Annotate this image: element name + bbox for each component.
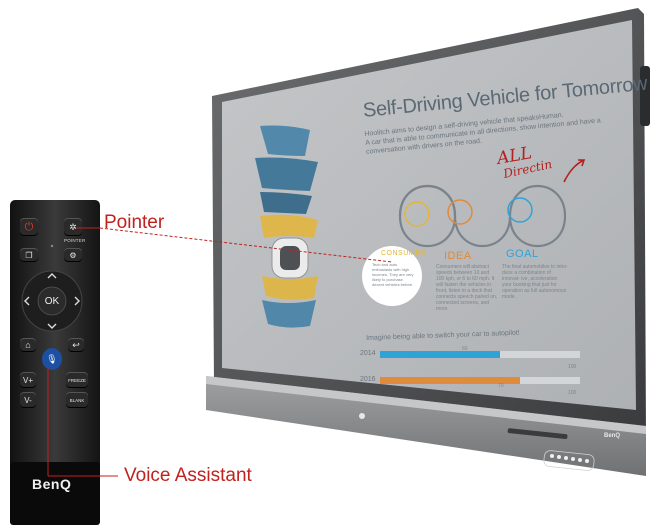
bar-year-2016: 2016 <box>360 376 376 383</box>
bar-2014 <box>380 351 500 358</box>
step-text-goal: The final automobiles to intro- duce a c… <box>502 264 568 300</box>
step-text-idea: Consumers will abstract speeds between 1… <box>436 264 498 312</box>
voice-assistant-button[interactable]: 🎙 <box>42 348 62 370</box>
microphone-icon: 🎙 <box>46 353 58 364</box>
back-button[interactable]: ↩ <box>68 338 84 352</box>
input-source-icon: ❐ <box>25 250 33 260</box>
step-text-consumer: Tech and auto enthusiasts with high inco… <box>372 262 414 287</box>
interactive-display: Self-Driving Vehicle for Tomorrow Hoolit… <box>200 6 652 476</box>
power-button[interactable]: ⏻ <box>20 218 38 236</box>
blank-button[interactable]: BLANK <box>66 392 88 408</box>
step-label-goal: GOAL <box>506 248 539 260</box>
home-icon: ⌂ <box>25 340 31 350</box>
display-frame <box>206 8 650 476</box>
freeze-label: FREEZE <box>68 377 86 383</box>
back-icon: ↩ <box>72 339 80 350</box>
remote-brand-logo: BenQ <box>32 476 72 492</box>
voice-assistant-callout: Voice Assistant <box>124 465 252 486</box>
pointer-button[interactable]: ✲ <box>64 218 82 236</box>
blank-label: BLANK <box>69 397 85 403</box>
handwriting-arrow <box>563 159 586 183</box>
bar-2016 <box>380 377 520 384</box>
gear-icon: ⚙ <box>69 250 77 260</box>
home-button[interactable]: ⌂ <box>20 338 36 352</box>
input-source-button[interactable]: ❐ <box>20 248 38 262</box>
step-label-consumer: CONSUMER <box>381 250 426 257</box>
bar-max-2016: 100 <box>568 390 577 396</box>
bar-year-2014: 2014 <box>360 350 376 357</box>
volume-up-button[interactable]: V+ <box>20 372 36 388</box>
volume-down-label: V- <box>24 395 32 405</box>
bar-max-2014: 100 <box>568 364 577 370</box>
step-label-idea: IDEA <box>444 250 472 262</box>
power-icon: ⏻ <box>24 220 34 233</box>
display-brand: BenQ <box>604 433 621 439</box>
pointer-callout: Pointer <box>104 212 165 233</box>
bar-mid-2014: 60 <box>462 346 468 352</box>
freeze-button[interactable]: FREEZE <box>66 372 88 388</box>
settings-button[interactable]: ⚙ <box>64 248 82 262</box>
ok-button[interactable]: OK <box>44 295 60 307</box>
bar-mid-2016: 70 <box>498 383 504 389</box>
volume-up-label: V+ <box>22 375 33 385</box>
pointer-icon: ✲ <box>69 221 77 232</box>
volume-down-button[interactable]: V- <box>20 392 36 408</box>
pointer-button-label: POINTER <box>64 238 86 243</box>
remote-control: ⏻ ✲ POINTER ❐ ⚙ OK ⌂ ↩ 🎙 V+ V- FREEZE BL… <box>10 200 100 525</box>
